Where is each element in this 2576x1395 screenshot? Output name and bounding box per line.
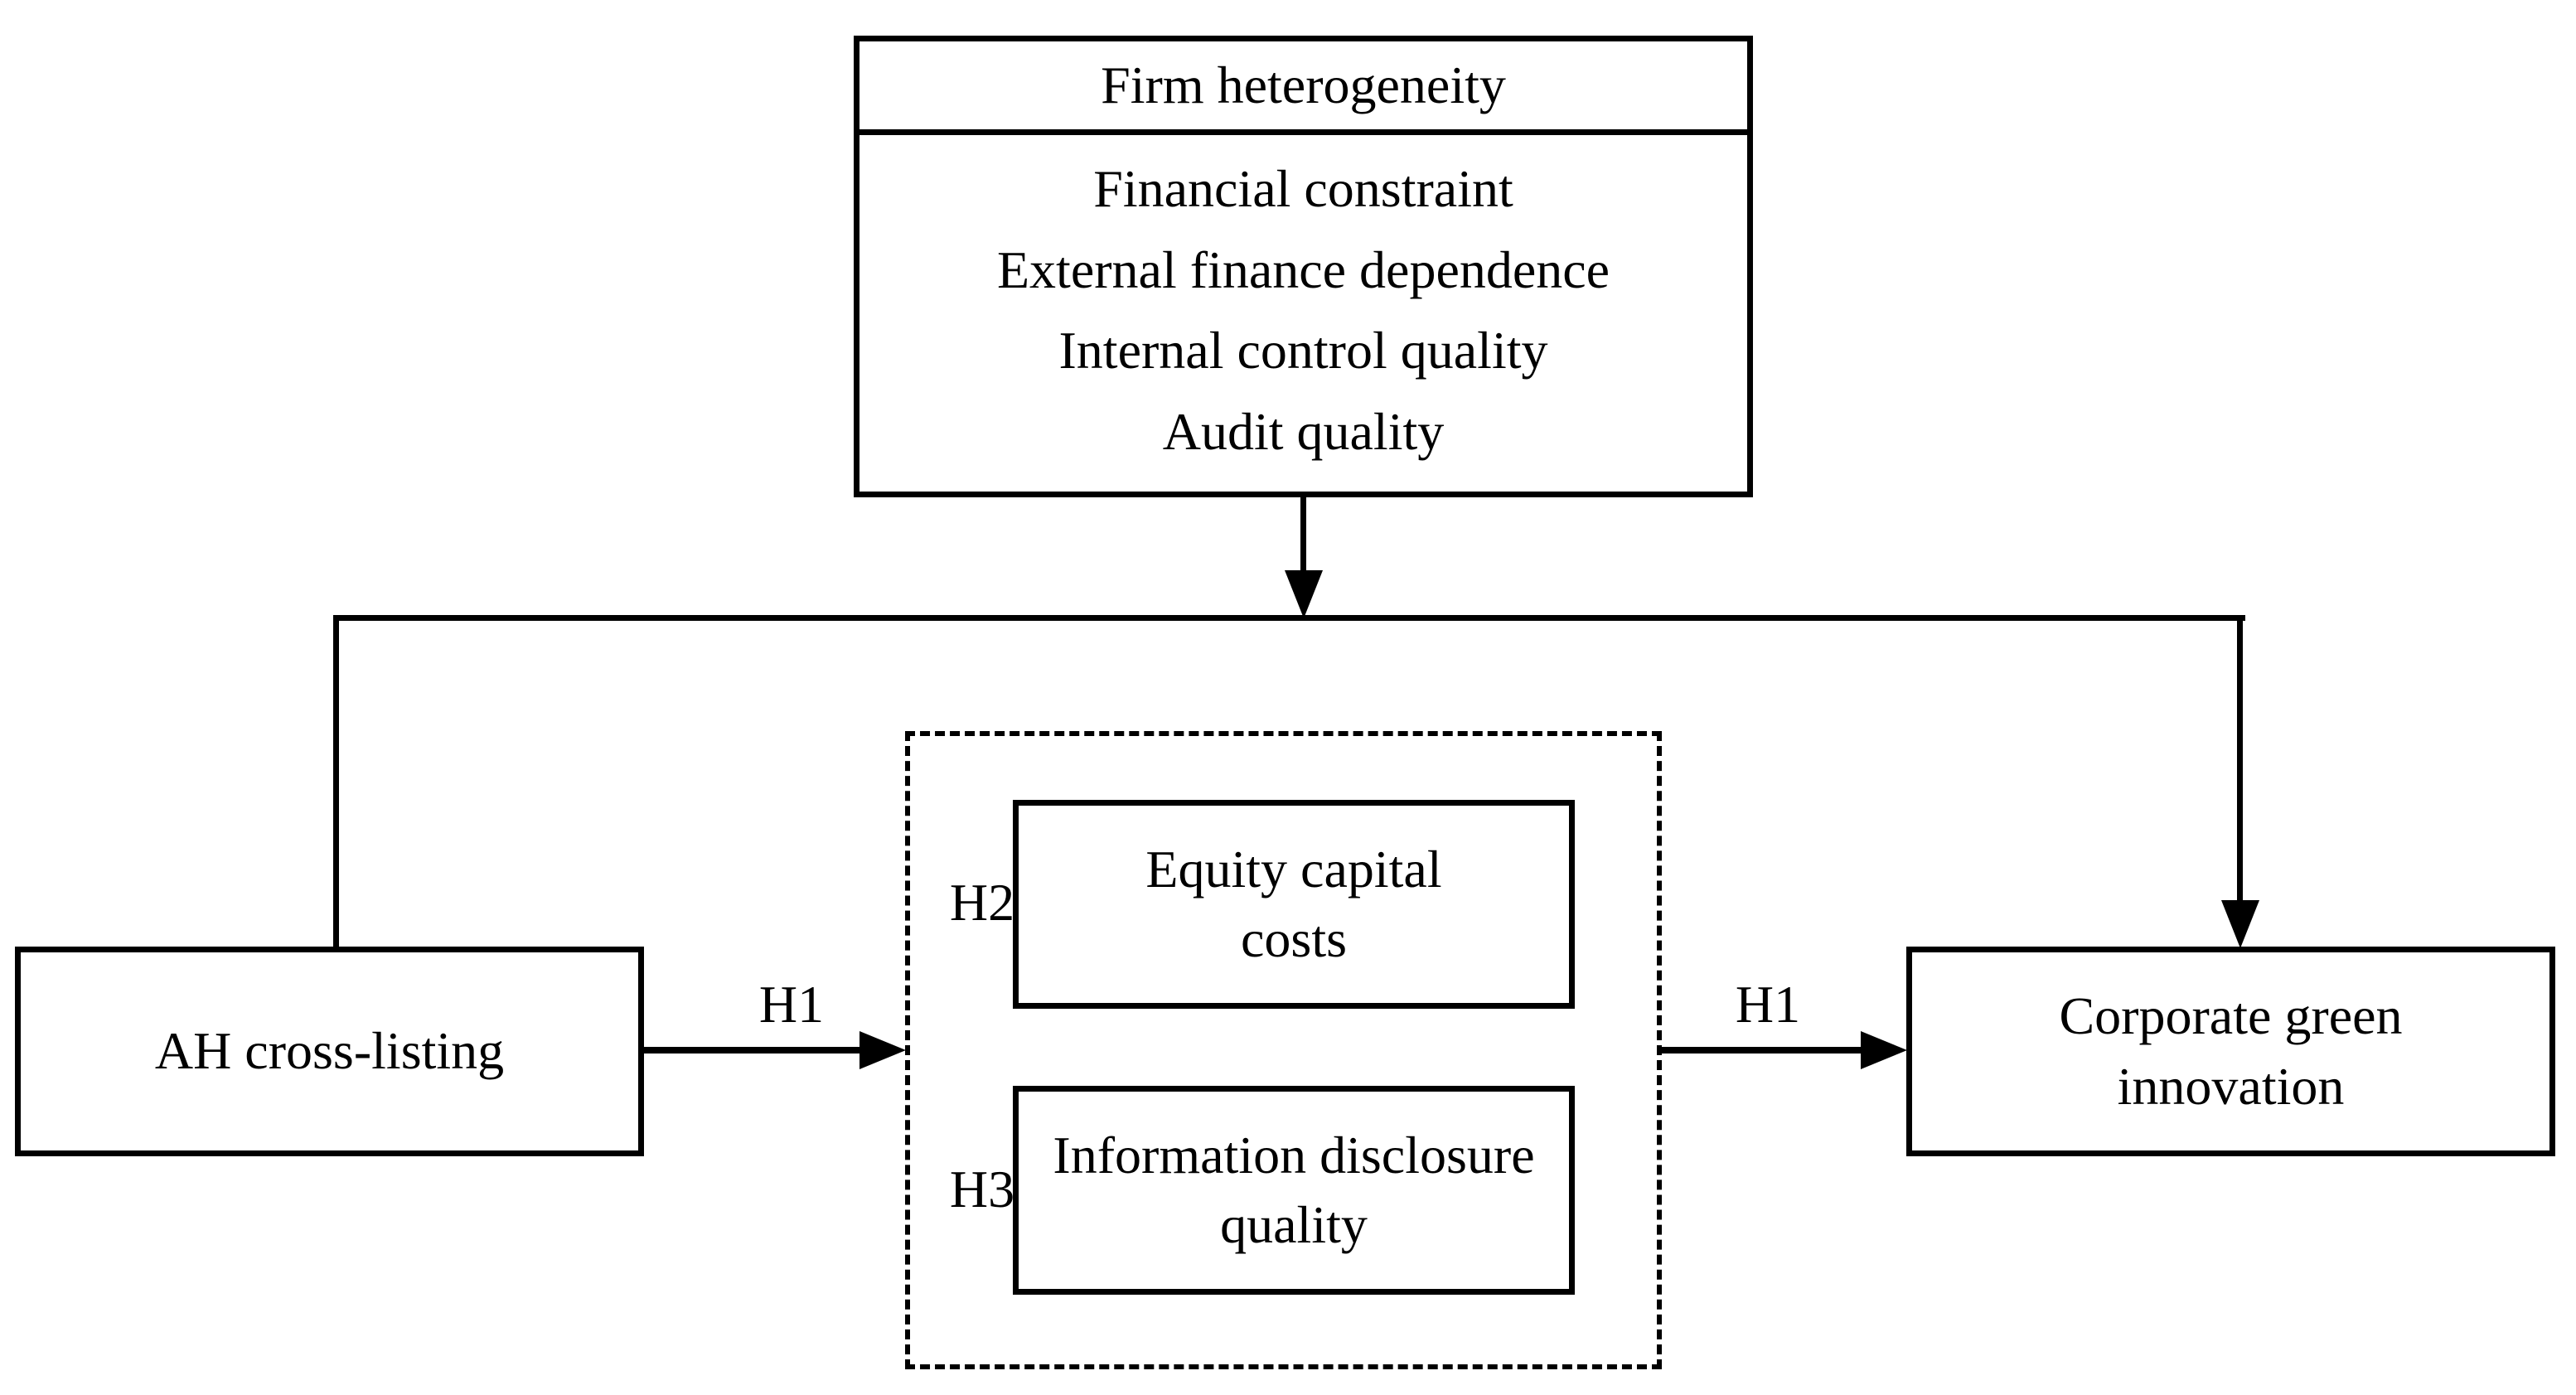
down-arrowhead-icon xyxy=(1285,570,1323,618)
h1-label-left: H1 xyxy=(758,975,825,1034)
down-arrowhead-icon xyxy=(2221,900,2259,948)
connector-horizontal-line xyxy=(333,615,2245,621)
h1-arrow-left-shaft xyxy=(644,1047,859,1054)
moderator-item: External finance dependence xyxy=(996,240,1610,299)
moderator-item: Audit quality xyxy=(1162,401,1445,461)
mediator-group xyxy=(905,731,1662,1369)
moderator-box-title: Firm heterogeneity xyxy=(859,41,1747,135)
connector-right-drop-line xyxy=(2237,615,2243,902)
mediator-box-information-label: Information disclosure quality xyxy=(1053,1125,1535,1254)
moderator-item: Financial constraint xyxy=(1093,159,1513,219)
independent-box-label: AH cross-listing xyxy=(154,1021,505,1081)
moderator-item: Internal control quality xyxy=(1058,321,1548,380)
mediator-box-equity-label: Equity capital costs xyxy=(1145,839,1442,968)
connector-left-drop-line xyxy=(333,615,339,947)
h2-label: H2 xyxy=(949,873,1015,932)
mediator-box-equity: Equity capital costs xyxy=(1013,800,1575,1009)
h1-arrow-right-shaft xyxy=(1662,1047,1861,1054)
h3-label: H3 xyxy=(949,1160,1015,1218)
mediator-box-information: Information disclosure quality xyxy=(1013,1086,1575,1295)
moderator-box: Firm heterogeneity Financial constraint … xyxy=(854,36,1753,497)
right-arrowhead-icon xyxy=(1861,1031,1907,1069)
moderator-box-items: Financial constraint External finance de… xyxy=(859,135,1747,486)
right-arrowhead-icon xyxy=(859,1031,906,1069)
independent-box: AH cross-listing xyxy=(15,947,644,1156)
moderator-arrow-shaft xyxy=(1300,497,1306,572)
h1-label-right: H1 xyxy=(1735,975,1801,1034)
dependent-box: Corporate green innovation xyxy=(1906,947,2555,1156)
dependent-box-label: Corporate green innovation xyxy=(2059,986,2403,1116)
